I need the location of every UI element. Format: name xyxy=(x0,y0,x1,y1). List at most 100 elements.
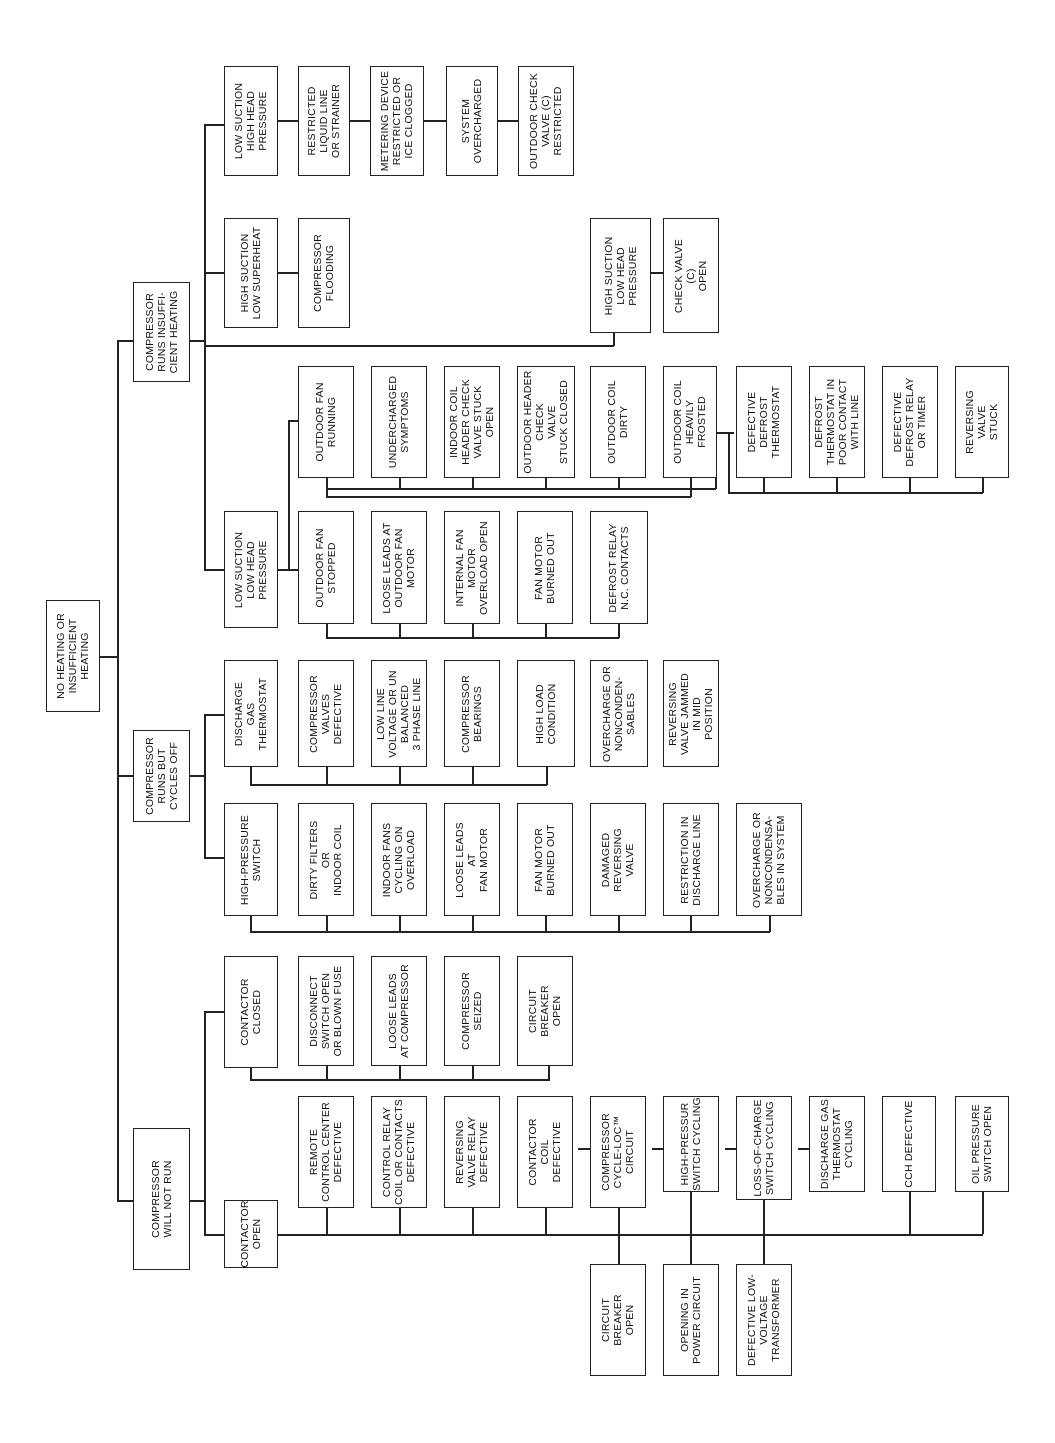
node-label: OUTDOOR FAN RUNNING xyxy=(314,382,338,462)
node-label: CIRCUIT BREAKER OPEN xyxy=(600,1294,636,1346)
node-internal-fan-overload: INTERNAL FAN MOTOR OVERLOAD OPEN xyxy=(444,511,500,624)
connector xyxy=(498,120,518,122)
connector xyxy=(798,1148,810,1150)
node-label: METERING DEVICE RESTRICTED OR ICE CLOGGE… xyxy=(379,70,415,172)
connector xyxy=(472,916,474,932)
connector xyxy=(288,420,290,570)
node-discharge-gas-thermostat: DISCHARGE GAS THERMOSTAT xyxy=(224,660,278,767)
node-outdoor-coil-heavily-frosted: OUTDOOR COIL HEAVILY FROSTED xyxy=(663,366,717,478)
node-loose-leads-compressor: LOOSE LEADS AT COMPRESSOR xyxy=(371,956,427,1066)
node-label: COMPRESSOR RUNS BUT CYCLES OFF xyxy=(143,737,180,815)
node-label: LOW SUCTION LOW HEAD PRESSURE xyxy=(233,531,269,608)
node-defective-defrost-relay: DEFECTIVE DEFROST RELAY OR TIMER xyxy=(882,366,938,478)
node-contactor-open: CONTACTOR OPEN xyxy=(224,1200,278,1268)
node-label: REMOTE CONTROL CENTER DEFECTIVE xyxy=(308,1102,344,1202)
connector xyxy=(399,1066,401,1080)
connector xyxy=(618,1208,620,1234)
connector xyxy=(326,478,328,497)
node-label: CONTACTOR COIL DEFECTIVE xyxy=(527,1118,563,1186)
connector xyxy=(326,1208,328,1234)
node-label: OVERCHARGE OR NONCONDEN- SABLES xyxy=(601,665,637,762)
connector xyxy=(326,488,716,490)
connector xyxy=(909,1192,911,1234)
node-label: UNDERCHARGED SYMPTOMS xyxy=(387,375,411,469)
node-defective-defrost-thermostat: DEFECTIVE DEFROST THERMOSTAT xyxy=(736,366,792,478)
node-label: CHECK VALVE (C) OPEN xyxy=(673,238,709,313)
node-label: DEFECTIVE DEFROST THERMOSTAT xyxy=(746,385,782,459)
connector xyxy=(250,931,770,933)
connector xyxy=(909,478,911,493)
node-system-overcharged: SYSTEM OVERCHARGED xyxy=(446,66,498,176)
connector xyxy=(652,1148,664,1150)
node-label: DISCHARGE GAS THERMOSTAT CYCLING xyxy=(819,1098,855,1190)
node-control-relay: CONTROL RELAY COIL OR CONTACTS DEFECTIVE xyxy=(371,1096,427,1208)
node-label: DEFECTIVE LOW- VOLTAGE TRANSFORMER xyxy=(746,1274,782,1366)
node-cycles-off: COMPRESSOR RUNS BUT CYCLES OFF xyxy=(133,730,190,822)
connector xyxy=(190,775,205,777)
node-high-suction-low-superheat: HIGH SUCTION LOW SUPERHEAT xyxy=(224,218,278,328)
node-defrost-relay-contacts: DEFROST RELAY N.C. CONTACTS xyxy=(590,511,648,624)
connector xyxy=(690,1234,692,1264)
connector xyxy=(117,775,133,777)
node-label: HIGH LOAD CONDITION xyxy=(534,683,558,744)
connector xyxy=(472,767,474,785)
connector xyxy=(982,1192,984,1234)
node-label: LOOSE LEADS AT OUTDOOR FAN MOTOR xyxy=(381,521,417,614)
node-reversing-valve-stuck: REVERSING VALVE STUCK xyxy=(955,366,1009,478)
connector xyxy=(278,120,298,122)
node-label: INDOOR COIL HEADER CHECK VALVE STUCK OPE… xyxy=(448,379,496,465)
connector xyxy=(728,432,730,493)
connector xyxy=(725,1148,737,1150)
node-label: LOSS-OF-CHARGE SWITCH CYCLING xyxy=(752,1099,776,1197)
node-contactor-coil: CONTACTOR COIL DEFECTIVE xyxy=(517,1096,573,1208)
connector xyxy=(618,624,620,638)
node-label: LOW LINE VOLTAGE OR UN BALANCED 3 PHASE … xyxy=(375,669,423,758)
connector xyxy=(204,714,206,858)
connector xyxy=(651,272,663,274)
node-label: HIGH SUCTION LOW HEAD PRESSURE xyxy=(602,236,639,315)
connector xyxy=(763,1200,765,1234)
node-label: OVERCHARGE OR NONCONDENSA- BLES IN SYSTE… xyxy=(751,811,787,908)
node-outdoor-header-check-valve: OUTDOOR HEADER CHECK VALVE STUCK CLOSED xyxy=(517,366,575,478)
connector xyxy=(250,1068,252,1080)
connector xyxy=(769,916,771,932)
node-low-line-voltage: LOW LINE VOLTAGE OR UN BALANCED 3 PHASE … xyxy=(371,660,427,767)
node-root: NO HEATING OR INSUFFICIENT HEATING xyxy=(46,600,100,712)
node-label: NO HEATING OR INSUFFICIENT HEATING xyxy=(55,613,91,699)
node-label: CCH DEFECTIVE xyxy=(903,1100,915,1188)
node-remote-control-center: REMOTE CONTROL CENTER DEFECTIVE xyxy=(298,1096,354,1208)
connector xyxy=(326,767,328,785)
node-label: HIGH-PRESSUR SWITCH CYCLING xyxy=(679,1097,703,1191)
connector xyxy=(728,492,983,494)
connector xyxy=(204,714,224,716)
node-label: DISCONNECT SWITCH OPEN OR BLOWN FUSE xyxy=(308,965,344,1057)
node-dirty-filters: DIRTY FILTERS OR INDOOR COIL xyxy=(298,803,354,916)
node-loss-of-charge-switch: LOSS-OF-CHARGE SWITCH CYCLING xyxy=(736,1096,792,1200)
connector xyxy=(278,1234,983,1236)
node-high-suction-low-head: HIGH SUCTION LOW HEAD PRESSURE xyxy=(590,218,651,333)
connector xyxy=(326,916,328,932)
node-label: COMPRESSOR FLOODING xyxy=(312,234,336,312)
node-restriction-discharge-line: RESTRICTION IN DISCHARGE LINE xyxy=(663,803,719,916)
node-label: LOW SUCTION HIGH HEAD PRESSURE xyxy=(233,82,269,160)
connector xyxy=(399,478,401,489)
connector xyxy=(472,1066,474,1080)
connector xyxy=(250,916,252,932)
node-circuit-breaker-open-cl: CIRCUIT BREAKER OPEN xyxy=(590,1264,646,1376)
connector xyxy=(204,345,614,347)
connector xyxy=(117,340,133,342)
connector xyxy=(100,656,118,658)
node-label: COMPRESSOR SEIZED xyxy=(460,972,484,1050)
connector xyxy=(613,333,615,346)
node-low-suction-low-head: LOW SUCTION LOW HEAD PRESSURE xyxy=(224,511,278,628)
node-label: FAN MOTOR BURNED OUT xyxy=(533,531,557,604)
node-insufficient-heating: COMPRESSOR RUNS INSUFFI- CIENT HEATING xyxy=(133,282,190,382)
connector xyxy=(204,124,206,570)
connector xyxy=(204,272,224,274)
node-discharge-gas-thermostat-cycling: DISCHARGE GAS THERMOSTAT CYCLING xyxy=(809,1096,865,1192)
connector xyxy=(690,916,692,932)
node-label: DEFROST RELAY N.C. CONTACTS xyxy=(607,522,631,613)
node-label: DIRTY FILTERS OR INDOOR COIL xyxy=(308,819,344,900)
node-indoor-fans-cycling: INDOOR FANS CYCLING ON OVERLOAD xyxy=(371,803,427,916)
